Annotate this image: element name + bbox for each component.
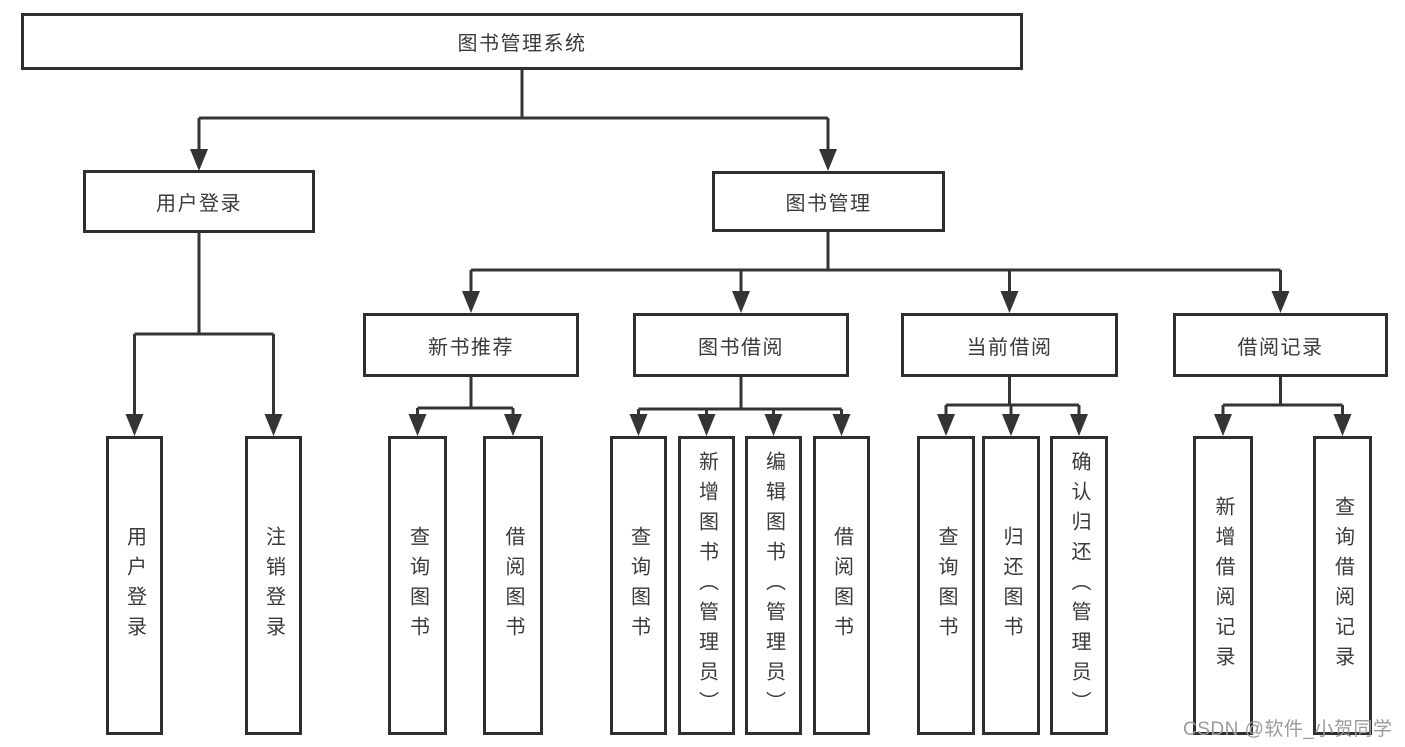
leaf-user-login: 用户登录 bbox=[106, 436, 163, 735]
node-label: 注销登录 bbox=[262, 525, 285, 646]
node-user-login: 用户登录 bbox=[83, 170, 315, 233]
node-label: 借阅图书 bbox=[830, 525, 853, 646]
node-label: 用户登录 bbox=[123, 525, 146, 646]
node-label: 确认归还（管理员） bbox=[1068, 450, 1090, 721]
leaf-edit-books-admin: 编辑图书（管理员） bbox=[745, 436, 802, 735]
node-new-book-recommend: 新书推荐 bbox=[363, 313, 579, 377]
node-label: 图书借阅 bbox=[698, 336, 784, 359]
node-borrow-record: 借阅记录 bbox=[1173, 313, 1388, 377]
node-label: 借阅图书 bbox=[502, 525, 524, 646]
node-root-library-system: 图书管理系统 bbox=[21, 13, 1023, 70]
node-label: 用户登录 bbox=[156, 193, 242, 215]
node-book-management: 图书管理 bbox=[712, 171, 945, 232]
leaf-query-borrow-record: 查询借阅记录 bbox=[1313, 436, 1372, 735]
leaf-logout: 注销登录 bbox=[245, 436, 302, 735]
node-label: 新书推荐 bbox=[428, 336, 514, 359]
node-label: 查询借阅记录 bbox=[1331, 495, 1354, 676]
leaf-query-books-borrow: 查询图书 bbox=[610, 436, 667, 735]
csdn-watermark: CSDN @软件_小贺同学 bbox=[1183, 719, 1393, 740]
node-label: 查询图书 bbox=[627, 525, 650, 646]
node-label: 编辑图书（管理员） bbox=[762, 450, 785, 721]
leaf-query-books-recommend: 查询图书 bbox=[388, 436, 447, 735]
connector-paths bbox=[133, 70, 1344, 418]
node-label: 图书管理系统 bbox=[457, 33, 587, 55]
leaf-add-books-admin: 新增图书（管理员） bbox=[678, 436, 735, 735]
leaf-borrow-books-recommend: 借阅图书 bbox=[483, 436, 543, 735]
node-label: 当前借阅 bbox=[966, 336, 1053, 359]
node-label: 新增图书（管理员） bbox=[695, 450, 718, 721]
leaf-confirm-return-admin: 确认归还（管理员） bbox=[1050, 436, 1108, 735]
node-book-borrow: 图书借阅 bbox=[633, 313, 849, 377]
node-label: 归还图书 bbox=[1000, 525, 1022, 646]
node-label: 图书管理 bbox=[785, 193, 872, 215]
arrowheads bbox=[125, 149, 1352, 436]
node-current-borrow: 当前借阅 bbox=[901, 313, 1118, 377]
leaf-add-borrow-record: 新增借阅记录 bbox=[1193, 436, 1253, 735]
leaf-return-books: 归还图书 bbox=[982, 436, 1040, 735]
node-label: 借阅记录 bbox=[1237, 336, 1324, 359]
node-label: 查询图书 bbox=[406, 525, 429, 646]
node-label: 新增借阅记录 bbox=[1212, 495, 1234, 676]
node-label: 查询图书 bbox=[935, 525, 957, 646]
leaf-query-books-current: 查询图书 bbox=[917, 436, 975, 735]
leaf-borrow-books: 借阅图书 bbox=[813, 436, 870, 735]
